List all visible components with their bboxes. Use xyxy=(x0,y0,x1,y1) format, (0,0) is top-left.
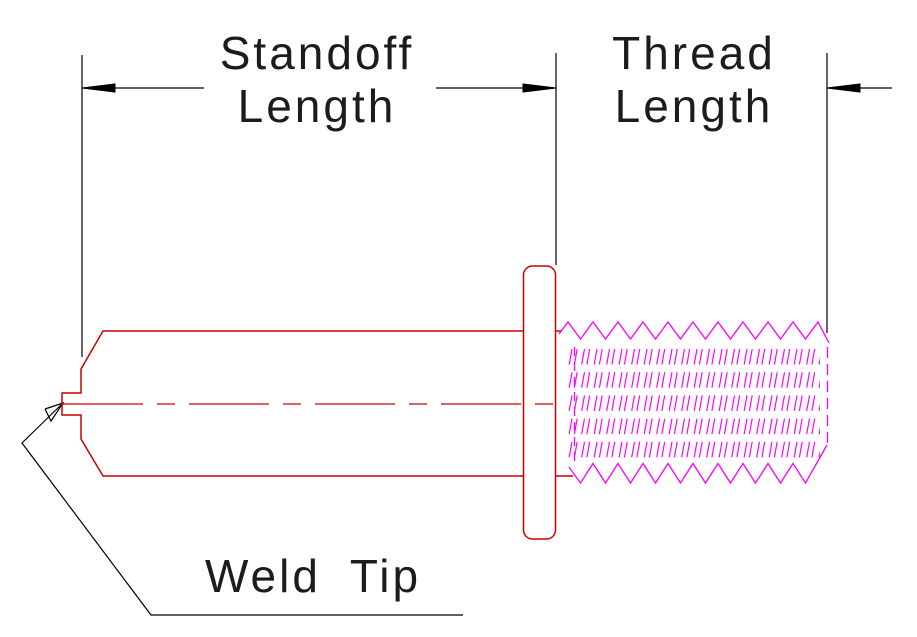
thread-section xyxy=(558,320,830,485)
flange xyxy=(522,265,557,540)
leader-open-arrowhead-icon xyxy=(44,401,65,423)
leader-line xyxy=(21,402,463,616)
arrowhead-middle-icon xyxy=(522,83,557,93)
thread-label-line1: Thread xyxy=(612,27,776,79)
arrowhead-left-icon xyxy=(81,83,116,93)
stud-body-outline xyxy=(61,330,524,477)
standoff-label-line1: Standoff xyxy=(219,27,415,79)
dimension-arrowheads xyxy=(81,83,861,93)
thread-length-label: Thread Length xyxy=(612,27,776,133)
thread-hatch-area xyxy=(566,345,820,461)
thread-label-line2: Length xyxy=(614,80,774,132)
thread-crest-bottom xyxy=(568,444,828,485)
standoff-label-line2: Length xyxy=(237,80,397,132)
stud-outline xyxy=(61,265,573,540)
weld-tip-label: Weld Tip xyxy=(204,550,422,602)
standoff-length-label: Standoff Length xyxy=(220,27,415,133)
thread-crest-top xyxy=(558,320,830,344)
arrowhead-thread-right-icon xyxy=(826,83,861,93)
weld-tip-leader xyxy=(21,401,463,616)
